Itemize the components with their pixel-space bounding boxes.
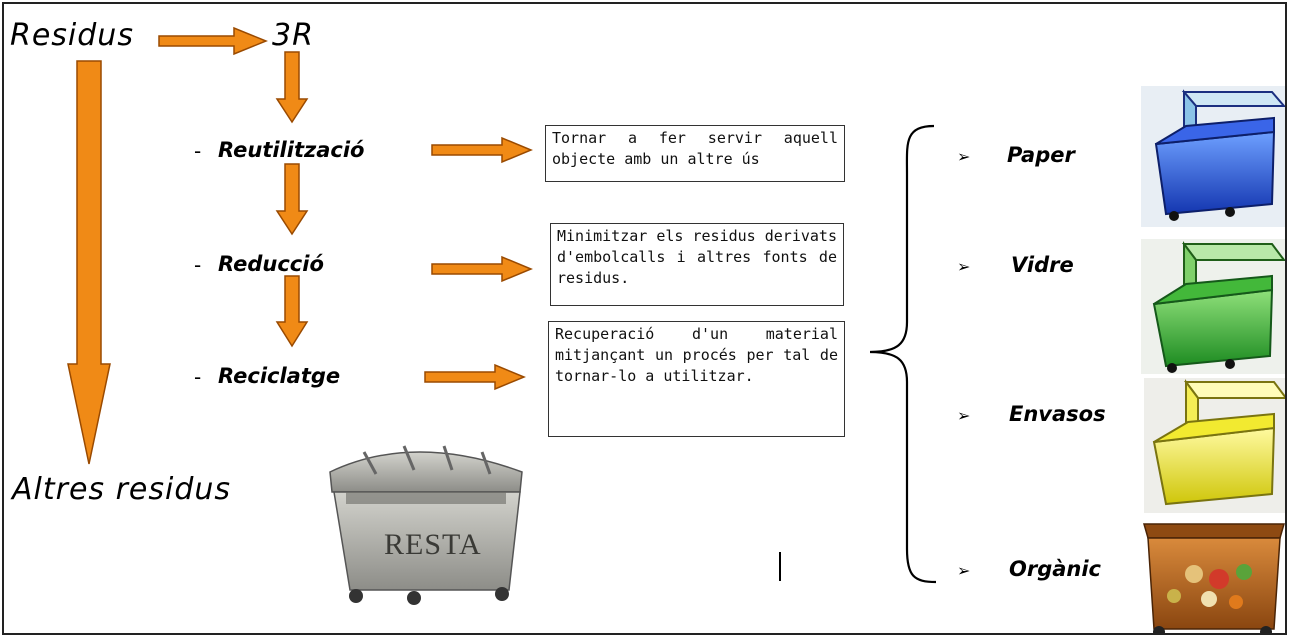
bin-paper-label: Paper xyxy=(1007,143,1075,167)
desc-box-reciclatge: Recuperació d'un material mitjançant un … xyxy=(548,321,845,437)
bullet-paper: ➢ xyxy=(957,147,971,166)
desc-box-reduccio: Minimitzar els residus derivats d'embolc… xyxy=(550,223,844,306)
green-container-icon xyxy=(1141,239,1285,374)
arrow-to-desc-3 xyxy=(424,363,526,391)
dash-2: - xyxy=(194,253,202,277)
brown-container-icon xyxy=(1143,523,1285,633)
bullet-envasos: ➢ xyxy=(957,406,971,425)
arrow-to-desc-1 xyxy=(431,136,533,164)
strategy-reduccio-label: Reducció xyxy=(218,252,324,276)
arrow-to-desc-2 xyxy=(431,255,533,283)
resta-label: RESTA xyxy=(384,528,482,561)
curly-brace xyxy=(869,124,937,584)
arrows-layer xyxy=(67,26,1285,633)
bullet-organic: ➢ xyxy=(957,561,971,580)
three-r-label: 3R xyxy=(272,18,314,53)
dash-3: - xyxy=(194,365,202,389)
altres-residus-label: Altres residus xyxy=(12,472,232,507)
bullet-vidre: ➢ xyxy=(957,257,971,276)
bin-organic-label: Orgànic xyxy=(1009,557,1102,581)
grey-container-icon xyxy=(329,445,523,605)
bin-envasos-label: Envasos xyxy=(1009,402,1106,426)
arrow-reduccio-to-reciclatge xyxy=(275,275,309,348)
yellow-container-icon xyxy=(1144,378,1285,513)
strategy-reciclatge-label: Reciclatge xyxy=(218,364,341,388)
arrow-reutilitzacio-to-reduccio xyxy=(275,163,309,236)
strategy-reutilitzacio-label: Reutilització xyxy=(218,138,365,162)
arrow-residus-to-altres xyxy=(67,60,111,465)
blue-container-icon xyxy=(1141,86,1285,227)
arrow-residus-to-3r xyxy=(158,26,268,56)
arrow-3r-to-reutilitzacio xyxy=(275,51,309,124)
bin-vidre-label: Vidre xyxy=(1011,253,1074,277)
dash-1: - xyxy=(194,139,202,163)
desc-box-reutilitzacio: Tornar a fer servir aquell objecte amb u… xyxy=(545,125,845,182)
residus-label: Residus xyxy=(10,18,134,53)
